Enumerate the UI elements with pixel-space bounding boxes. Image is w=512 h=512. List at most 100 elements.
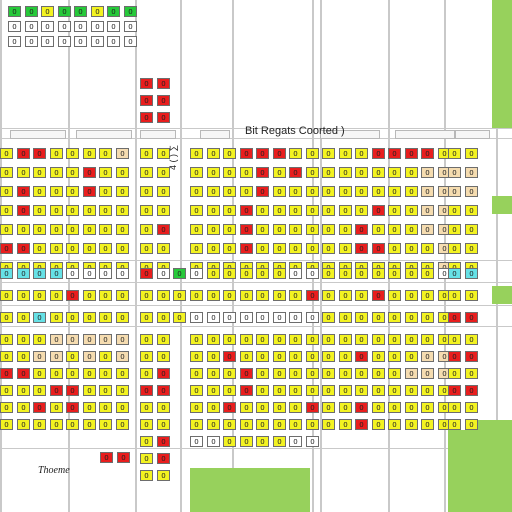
seat[interactable]: 0 (99, 167, 112, 178)
seat[interactable]: 0 (339, 312, 352, 323)
seat[interactable]: 0 (322, 167, 335, 178)
seat[interactable]: 0 (74, 36, 87, 47)
seat[interactable]: 0 (91, 6, 104, 17)
seat[interactable]: 0 (322, 312, 335, 323)
seat[interactable]: 0 (66, 334, 79, 345)
seat[interactable]: 0 (355, 402, 368, 413)
seat[interactable]: 0 (207, 205, 220, 216)
seat[interactable]: 0 (116, 312, 129, 323)
seat[interactable]: 0 (207, 268, 220, 279)
seat[interactable]: 0 (388, 402, 401, 413)
seat[interactable]: 0 (99, 148, 112, 159)
seat[interactable]: 0 (124, 6, 137, 17)
seat[interactable]: 0 (157, 368, 170, 379)
seat[interactable]: 0 (190, 368, 203, 379)
seat[interactable]: 0 (421, 205, 434, 216)
seat[interactable]: 0 (33, 205, 46, 216)
seat[interactable]: 0 (99, 268, 112, 279)
seat[interactable]: 0 (190, 436, 203, 447)
seat[interactable]: 0 (240, 368, 253, 379)
seat[interactable]: 0 (465, 290, 478, 301)
seat[interactable]: 0 (50, 268, 63, 279)
seat[interactable]: 0 (157, 95, 170, 106)
seat[interactable]: 0 (223, 385, 236, 396)
seat[interactable]: 0 (339, 368, 352, 379)
seat[interactable]: 0 (322, 243, 335, 254)
seat[interactable]: 0 (240, 186, 253, 197)
seat[interactable]: 0 (289, 224, 302, 235)
seat[interactable]: 0 (240, 334, 253, 345)
seat[interactable]: 0 (0, 205, 13, 216)
seat[interactable]: 0 (207, 334, 220, 345)
seat[interactable]: 0 (322, 205, 335, 216)
seat[interactable]: 0 (207, 290, 220, 301)
seat[interactable]: 0 (372, 290, 385, 301)
seat[interactable]: 0 (339, 268, 352, 279)
seat[interactable]: 0 (157, 167, 170, 178)
seat[interactable]: 0 (207, 351, 220, 362)
seat[interactable]: 0 (99, 351, 112, 362)
seat[interactable]: 0 (289, 312, 302, 323)
seat[interactable]: 0 (289, 243, 302, 254)
seat[interactable]: 0 (339, 385, 352, 396)
seat[interactable]: 0 (173, 312, 186, 323)
seat[interactable]: 0 (388, 186, 401, 197)
seat[interactable]: 0 (388, 368, 401, 379)
seat[interactable]: 0 (306, 368, 319, 379)
seat[interactable]: 0 (372, 224, 385, 235)
seat[interactable]: 0 (17, 312, 30, 323)
seat[interactable]: 0 (0, 419, 13, 430)
seat[interactable]: 0 (355, 290, 368, 301)
seat[interactable]: 0 (306, 334, 319, 345)
seat[interactable]: 0 (116, 402, 129, 413)
seat[interactable]: 0 (207, 167, 220, 178)
seat[interactable]: 0 (339, 186, 352, 197)
seat[interactable]: 0 (256, 224, 269, 235)
seat[interactable]: 0 (0, 368, 13, 379)
seat[interactable]: 0 (66, 205, 79, 216)
seat[interactable]: 0 (33, 167, 46, 178)
seat[interactable]: 0 (17, 148, 30, 159)
seat[interactable]: 0 (289, 402, 302, 413)
seat[interactable]: 0 (58, 36, 71, 47)
seat[interactable]: 0 (157, 205, 170, 216)
seat[interactable]: 0 (322, 334, 335, 345)
seat[interactable]: 0 (322, 186, 335, 197)
seat[interactable]: 0 (0, 167, 13, 178)
seat[interactable]: 0 (140, 167, 153, 178)
seat[interactable]: 0 (465, 419, 478, 430)
seat[interactable]: 0 (465, 385, 478, 396)
seat[interactable]: 0 (99, 385, 112, 396)
seat[interactable]: 0 (223, 436, 236, 447)
seat[interactable]: 0 (306, 351, 319, 362)
seat[interactable]: 0 (240, 290, 253, 301)
seat[interactable]: 0 (117, 452, 130, 463)
seat[interactable]: 0 (355, 351, 368, 362)
seat[interactable]: 0 (190, 351, 203, 362)
seat[interactable]: 0 (289, 186, 302, 197)
seat[interactable]: 0 (50, 419, 63, 430)
seat[interactable]: 0 (99, 334, 112, 345)
seat[interactable]: 0 (0, 243, 13, 254)
seat[interactable]: 0 (83, 186, 96, 197)
seat[interactable]: 0 (140, 351, 153, 362)
seat[interactable]: 0 (355, 419, 368, 430)
seat[interactable]: 0 (107, 36, 120, 47)
seat[interactable]: 0 (322, 402, 335, 413)
seat[interactable]: 0 (207, 385, 220, 396)
seat[interactable]: 0 (448, 290, 461, 301)
seat[interactable]: 0 (33, 385, 46, 396)
seat[interactable]: 0 (322, 224, 335, 235)
seat[interactable]: 0 (157, 470, 170, 481)
seat[interactable]: 0 (0, 334, 13, 345)
seat[interactable]: 0 (83, 419, 96, 430)
seat[interactable]: 0 (140, 436, 153, 447)
seat[interactable]: 0 (157, 243, 170, 254)
seat[interactable]: 0 (17, 268, 30, 279)
seat[interactable]: 0 (273, 148, 286, 159)
seat[interactable]: 0 (157, 312, 170, 323)
seat[interactable]: 0 (33, 402, 46, 413)
seat[interactable]: 0 (405, 312, 418, 323)
seat[interactable]: 0 (322, 385, 335, 396)
seat[interactable]: 0 (421, 290, 434, 301)
